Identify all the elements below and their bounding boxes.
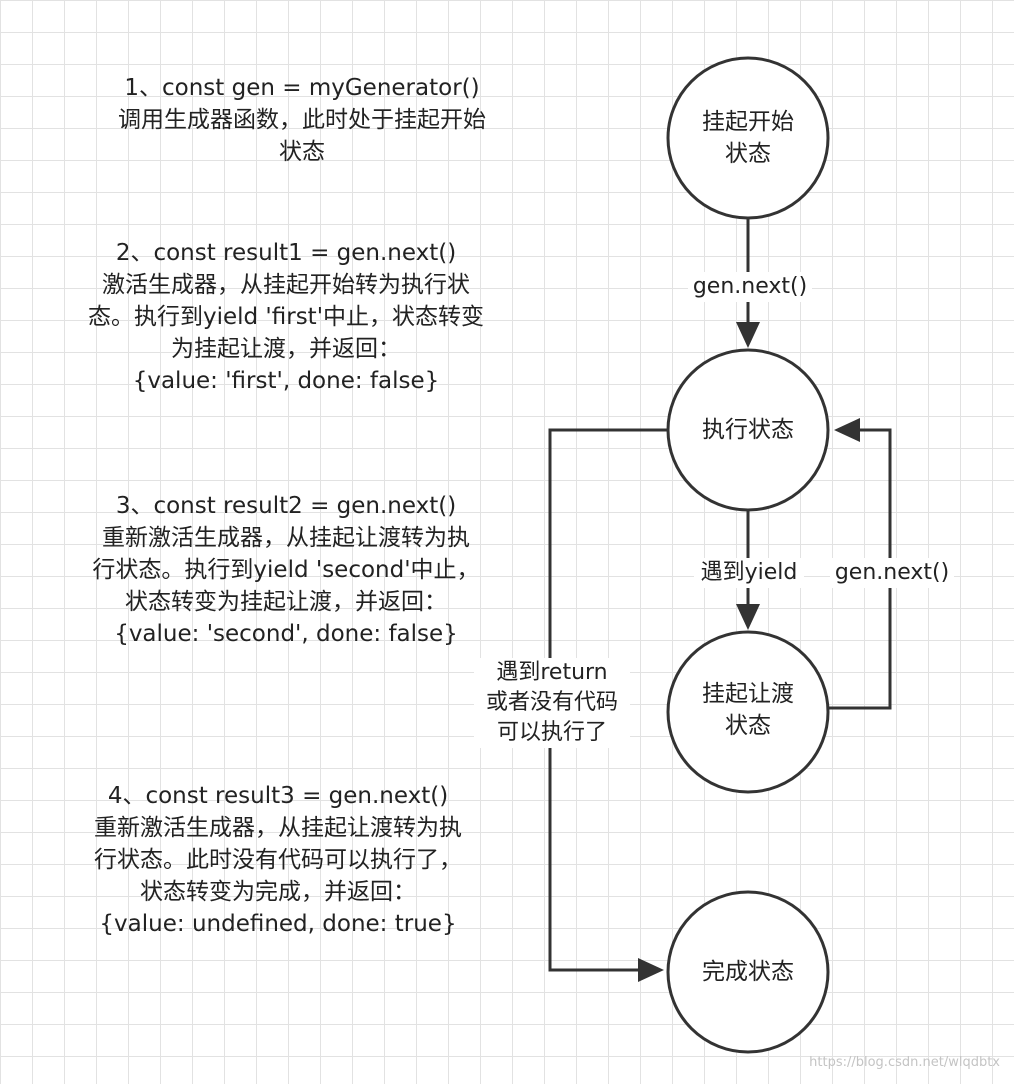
arrowhead-executing-to-completed — [638, 958, 664, 982]
note-line: 行状态。执行到yield 'second'中止， — [92, 557, 480, 583]
node-label-line: 挂起让渡 — [702, 681, 794, 707]
arrowhead-yield-to-executing — [834, 418, 860, 442]
edge-label-line: gen.next() — [834, 560, 950, 585]
node-label-line: 状态 — [725, 713, 771, 739]
note-line: 2、const result1 = gen.next() — [115, 240, 457, 266]
node-label-suspended-start: 挂起开始 状态 — [668, 106, 828, 170]
node-label-suspended-yield: 挂起让渡 状态 — [668, 678, 828, 742]
watermark: https://blog.csdn.net/wlqdbtx — [809, 1055, 1000, 1070]
node-label-line: 状态 — [725, 141, 771, 167]
arrowhead-executing-to-yield — [736, 604, 760, 630]
note-line: 重新激活生成器，从挂起让渡转为执 — [94, 815, 462, 841]
note-line: {value: undefined, done: true} — [99, 911, 457, 937]
arrowhead-start-to-executing — [736, 322, 760, 348]
note-line: 1、const gen = myGenerator() — [124, 75, 480, 101]
edge-label-line: gen.next() — [692, 274, 808, 299]
edge-label-yield-to-executing: gen.next() — [830, 558, 954, 588]
note-line: 态。执行到yield 'first'中止，状态转变 — [87, 304, 485, 330]
note-line: {value: 'second', done: false} — [114, 621, 458, 647]
edge-label-executing-to-yield: 遇到yield — [694, 558, 804, 588]
edge-label-line: 可以执行了 — [496, 720, 607, 745]
note-line: 状态转变为挂起让渡，并返回： — [125, 589, 447, 615]
edge-label-line: 或者没有代码 — [485, 690, 618, 715]
node-completed — [666, 890, 830, 1054]
node-label-completed: 完成状态 — [668, 956, 828, 988]
note-line: 行状态。此时没有代码可以执行了， — [94, 847, 462, 873]
node-label-line: 挂起开始 — [702, 109, 794, 135]
edge-label-line: 遇到yield — [700, 560, 798, 585]
edge-label-start-to-executing: gen.next() — [688, 272, 812, 302]
note-line: 为挂起让渡，并返回： — [171, 336, 401, 362]
edge-label-line: 遇到return — [496, 660, 608, 685]
note-line: 状态 — [279, 139, 325, 165]
node-label-line: 执行状态 — [702, 417, 794, 443]
note-line: {value: 'first', done: false} — [132, 368, 440, 394]
edge-label-executing-to-completed: 遇到return 或者没有代码 可以执行了 — [474, 658, 630, 748]
node-label-line: 完成状态 — [702, 959, 794, 985]
node-suspended-start — [666, 56, 830, 220]
note-line: 调用生成器函数，此时处于挂起开始 — [118, 107, 486, 133]
note-step-3: 3、const result2 = gen.next() 重新激活生成器，从挂起… — [36, 490, 536, 650]
note-line: 重新激活生成器，从挂起让渡转为执 — [102, 525, 470, 551]
note-line: 3、const result2 = gen.next() — [115, 493, 457, 519]
note-step-1: 1、const gen = myGenerator() 调用生成器函数，此时处于… — [52, 72, 552, 168]
node-label-executing: 执行状态 — [668, 414, 828, 446]
note-step-4: 4、const result3 = gen.next() 重新激活生成器，从挂起… — [28, 780, 528, 940]
note-line: 状态转变为完成，并返回： — [140, 879, 416, 905]
note-line: 激活生成器，从挂起开始转为执行状 — [102, 272, 470, 298]
node-suspended-yield — [666, 630, 830, 794]
note-step-2: 2、const result1 = gen.next() 激活生成器，从挂起开始… — [36, 237, 536, 397]
note-line: 4、const result3 = gen.next() — [107, 783, 449, 809]
